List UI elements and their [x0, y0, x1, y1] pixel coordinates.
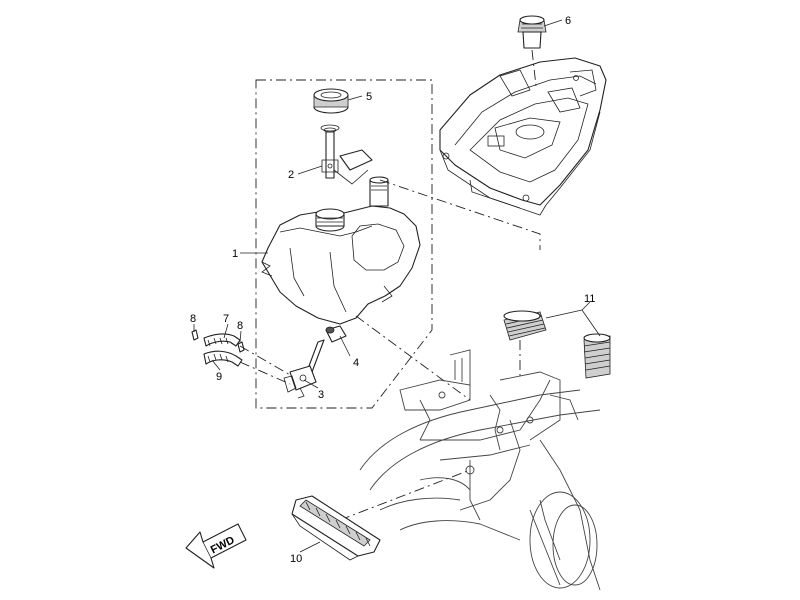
callout-leader-5 [347, 95, 363, 101]
callout-7: 7 [223, 313, 229, 325]
callout-3: 3 [318, 389, 324, 401]
callout-leader-2 [297, 165, 323, 175]
hose-route-line [239, 345, 293, 377]
fuel-outlet-fitting [325, 325, 347, 343]
callout-8-right: 8 [237, 320, 243, 332]
callout-leader-4 [339, 335, 351, 357]
fuel-tank [261, 176, 421, 325]
callout-leader-11 [581, 301, 591, 311]
fuel-hose-upper [203, 333, 241, 347]
callout-leader-10 [299, 541, 321, 553]
callout-6: 6 [565, 15, 571, 27]
seat-storage-box [439, 57, 607, 216]
fuel-cap [517, 15, 547, 49]
callout-2: 2 [288, 169, 294, 181]
hose-route-line-2 [239, 361, 291, 385]
callout-leader-6 [543, 19, 563, 27]
callout-4: 4 [353, 357, 359, 369]
tank-to-frame-line [355, 315, 471, 401]
guard-to-frame-line [339, 469, 471, 521]
callout-leader-3 [303, 379, 319, 389]
callout-9: 9 [216, 371, 222, 383]
spring-right [583, 333, 611, 379]
fuel-gauge-sender [320, 124, 373, 185]
spring-left [503, 310, 547, 341]
fuel-tank-assembly-frame [255, 79, 433, 409]
callout-1: 1 [232, 248, 238, 260]
callout-10: 10 [290, 553, 302, 565]
spring-leader-b [581, 309, 601, 337]
frame [359, 349, 601, 591]
callout-leader-9 [211, 359, 221, 371]
tank-cap-grommet [313, 88, 349, 114]
fuel-cock [283, 339, 325, 399]
protector-guard [291, 495, 381, 561]
hose-clip-left [191, 329, 199, 341]
callout-5: 5 [366, 91, 372, 103]
spring-leader-a [545, 309, 583, 319]
callout-8-left: 8 [190, 313, 196, 325]
callout-leader-7 [223, 323, 229, 339]
callout-leader-8b [239, 330, 242, 343]
fuel-cap-centerline [531, 49, 537, 87]
callout-11: 11 [584, 293, 595, 305]
tank-to-storage-line [379, 179, 541, 250]
fuel-hose-lower [203, 350, 243, 367]
forward-direction-arrow: FWD [185, 523, 247, 569]
